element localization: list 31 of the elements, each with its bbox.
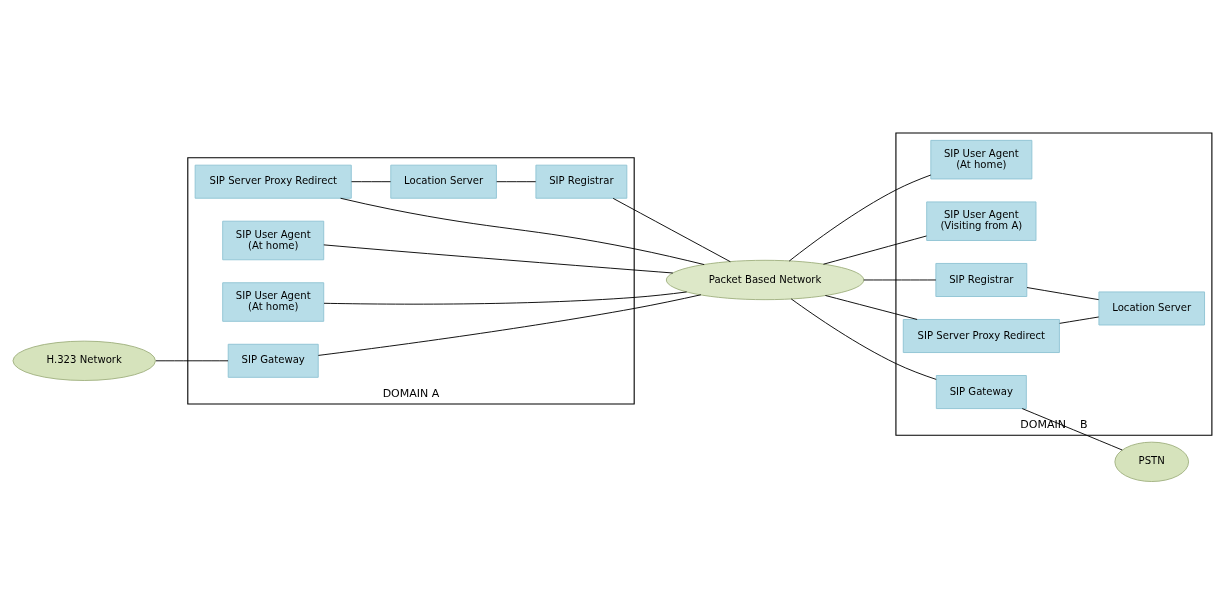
node-box: SIP User Agent (At home) [222,282,325,322]
connector [496,181,537,183]
connector [824,295,918,320]
connector [340,197,705,266]
node-box: SIP User Agent (At home) [930,139,1033,180]
connector [351,181,392,183]
node-box: SIP User Agent (Visiting from A) [926,201,1037,241]
connector [1059,316,1100,324]
node-box: SIP Server Proxy Redirect [194,164,352,199]
node-box: SIP Server Proxy Redirect [902,319,1060,353]
connector [612,197,731,263]
connector [155,360,229,362]
node-ellipse: H.323 Network [12,340,156,381]
node-box: Location Server [390,164,497,199]
connector [790,298,937,380]
connector [323,291,688,305]
connector [317,294,702,356]
connector [823,235,927,265]
connector [1026,287,1100,301]
node-box: Location Server [1098,291,1205,326]
connector [788,174,932,262]
connector [323,244,674,274]
connector [863,279,937,281]
node-box: SIP Gateway [935,375,1027,410]
connector [1021,408,1123,451]
node-ellipse: Packet Based Network [665,259,865,301]
node-box: SIP User Agent (At home) [222,220,325,261]
node-box: SIP Gateway [227,343,319,378]
node-ellipse: PSTN [1114,441,1189,482]
node-box: SIP Registrar [535,164,628,199]
node-box: SIP Registrar [935,263,1028,297]
